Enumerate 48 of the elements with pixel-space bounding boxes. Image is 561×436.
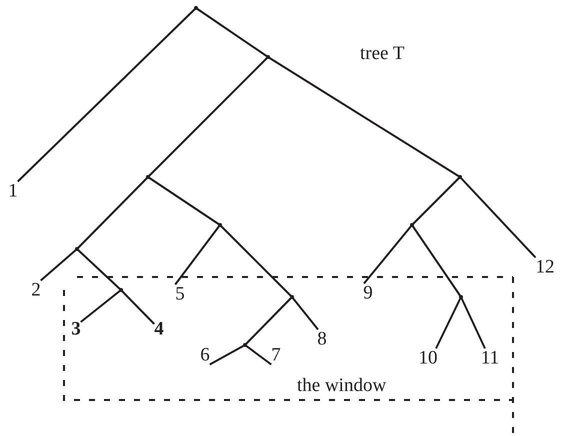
tree-branch [195,7,269,58]
branch-point [458,175,462,179]
leaf-label: 2 [31,280,41,300]
leaf-label: 3 [71,320,81,338]
leaf-label: 10 [418,348,438,368]
tree-branch [120,289,155,325]
leaf-label: 11 [480,348,500,368]
leaf-label: 9 [363,284,373,302]
branch-point [459,295,463,299]
tree-branch [460,296,486,349]
tree-branch [80,289,122,323]
window-frame [63,276,515,436]
tree-branch [411,224,462,298]
leaf-label: 5 [175,284,185,304]
tree-branch [267,56,461,178]
tree-branch [244,344,272,366]
tree-branch [291,296,319,330]
tree-branch [40,248,78,282]
leaf-label: 4 [154,320,164,338]
tree-title: tree T [360,44,404,63]
tree-branch [435,296,462,349]
branch-point [75,247,79,251]
tree-branch [244,296,293,346]
branch-point [266,55,270,59]
leaf-label: 12 [536,258,554,276]
tree-branch [411,176,461,226]
branch-point [410,223,414,227]
leaf-label: 7 [271,346,281,364]
branch-point [290,295,294,299]
tree-branch [209,344,246,366]
leaf-label: 8 [317,330,327,348]
tree-branch [17,7,197,182]
window-label: the window [297,376,386,395]
branch-point [146,175,150,179]
leaf-label: 1 [8,182,18,200]
branch-point [194,6,198,10]
branch-point [218,223,222,227]
branch-point [119,288,123,292]
tree-branch [147,56,269,178]
leaf-label: 6 [200,346,210,364]
tree-branch [76,176,149,250]
branch-point [243,343,247,347]
tree-branch [174,224,221,286]
tree-branch [76,248,122,291]
tree-branch [363,224,413,284]
tree-branch [147,176,221,226]
tree-branch [459,176,536,258]
tree-branch [219,224,293,298]
